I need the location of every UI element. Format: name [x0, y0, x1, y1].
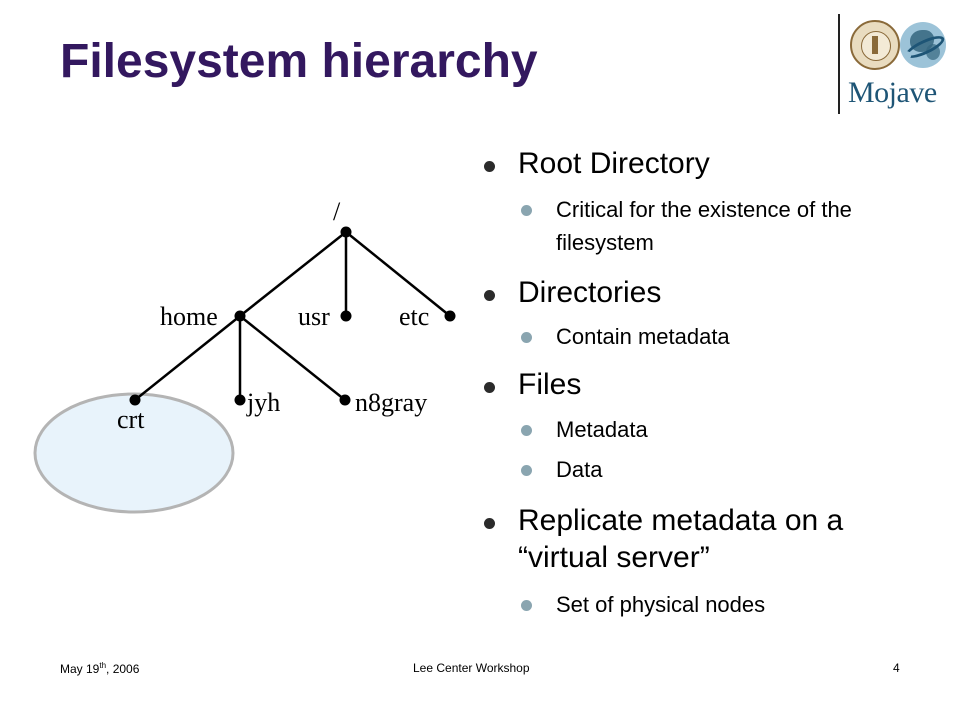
bullet-dot-icon: [484, 382, 495, 393]
node-etc-dot: [444, 310, 456, 322]
mojave-logo: Mojave: [838, 14, 956, 118]
bullet-dot-icon: [484, 290, 495, 301]
highlighted-subtree-ellipse: [33, 392, 235, 514]
tree-nodes: [129, 226, 456, 406]
bullet-files: Files: [478, 366, 581, 403]
subbullet-dot-icon: [521, 425, 532, 436]
footer-date: May 19th, 2006: [60, 661, 140, 676]
logo-divider: [838, 14, 840, 114]
bullet-directories: Directories: [478, 274, 661, 311]
node-usr-dot: [340, 310, 352, 322]
bullet-replicate-metadata: Replicate metadata on a “virtual server”: [478, 502, 918, 576]
node-home-dot: [234, 310, 246, 322]
subbullet-dot-icon: [521, 465, 532, 476]
subbullet-physical-nodes: Set of physical nodes: [478, 588, 765, 621]
node-n8gray-label: n8gray: [355, 388, 427, 417]
subbullet-data: Data: [478, 453, 602, 486]
node-jyh-label: jyh: [246, 388, 280, 417]
footer-page-number: 4: [893, 661, 900, 675]
slide-title: Filesystem hierarchy: [60, 35, 538, 88]
node-crt-dot: [129, 394, 141, 406]
bullet-dot-icon: [484, 161, 495, 172]
node-usr-label: usr: [298, 302, 330, 331]
subbullet-dot-icon: [521, 332, 532, 343]
subbullet-metadata: Metadata: [478, 413, 648, 446]
logo-text: Mojave: [848, 76, 937, 109]
bullet-root-directory: Root Directory: [478, 145, 710, 182]
node-root-dot: [340, 226, 352, 238]
node-root-label: /: [333, 197, 341, 226]
subbullet-contain-metadata: Contain metadata: [478, 320, 730, 353]
node-n8gray-dot: [339, 394, 351, 406]
globe-icon: [900, 22, 947, 68]
node-jyh-dot: [234, 394, 246, 406]
node-home-label: home: [160, 302, 218, 331]
subbullet-critical: Critical for the existence of the filesy…: [478, 193, 908, 259]
filesystem-tree-diagram: / home usr etc crt jyh n8gray: [33, 197, 456, 514]
footer-event: Lee Center Workshop: [413, 661, 530, 675]
node-crt-label: crt: [117, 405, 145, 434]
node-etc-label: etc: [399, 302, 429, 331]
subbullet-dot-icon: [521, 600, 532, 611]
tree-edges: [134, 231, 451, 401]
caltech-seal-icon: [850, 20, 900, 70]
bullet-dot-icon: [484, 518, 495, 529]
subbullet-dot-icon: [521, 205, 532, 216]
